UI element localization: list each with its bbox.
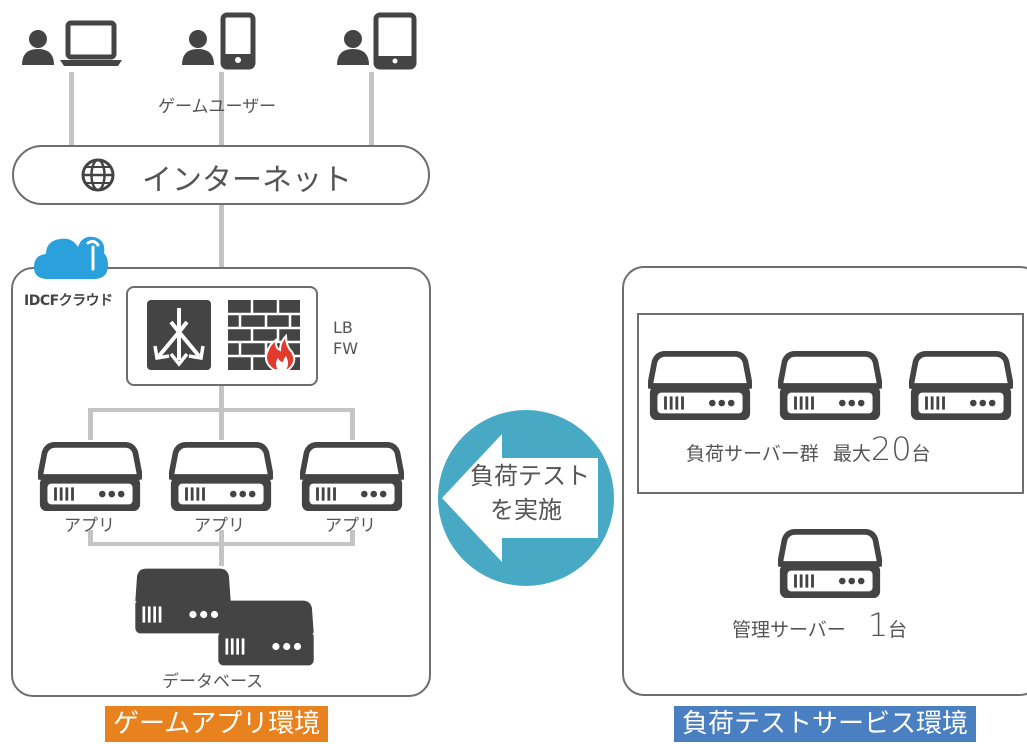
user-line [369, 72, 374, 146]
user-line [69, 72, 74, 146]
app-rise-line [350, 530, 355, 546]
internet-to-lb-line [219, 205, 224, 293]
app-server-icon [300, 439, 404, 515]
max-label: 最大 [832, 443, 871, 465]
laptop-icon [60, 20, 122, 66]
user-tablet [333, 12, 423, 72]
arrow-text-line2: を実施 [490, 496, 562, 524]
load-server-icon [648, 348, 752, 424]
bus-to-db-line [219, 530, 224, 566]
load-server-group-label: 負荷サーバー群最大20台 [686, 430, 931, 468]
app-label: アプリ [325, 516, 376, 536]
management-server-icon [778, 526, 882, 602]
app-label: アプリ [194, 516, 245, 536]
person-icon [333, 26, 373, 68]
app-server-icon [169, 439, 273, 515]
group-label-text: 負荷サーバー群 [686, 443, 819, 465]
user-smartphone [178, 12, 268, 72]
management-server-label: 管理サーバー 1台 [732, 606, 907, 644]
load-server-icon [909, 348, 1013, 424]
mgmt-label-text: 管理サーバー [732, 619, 846, 641]
app-server-icon [38, 439, 142, 515]
app-drop-line [219, 408, 224, 440]
brand-label: IDCFクラウド [24, 293, 113, 309]
person-icon [18, 26, 58, 68]
max-number: 20 [870, 430, 912, 468]
user-line [219, 72, 224, 146]
database-label: データベース [162, 672, 264, 692]
mgmt-number: 1 [867, 606, 889, 644]
load-server-icon [778, 348, 882, 424]
game-users-label: ゲームユーザー [158, 97, 277, 117]
internet-label: インターネット [142, 163, 352, 198]
lb-to-apps-line [219, 386, 224, 410]
load-balancer-icon [147, 300, 211, 370]
lb-label: LB [333, 318, 353, 337]
firewall-icon [228, 300, 300, 370]
tablet-icon [373, 12, 417, 70]
app-label: アプリ [64, 516, 115, 536]
load-test-arrow [438, 410, 614, 586]
cloud-icon [34, 236, 108, 279]
globe-icon [81, 158, 115, 192]
max-unit: 台 [911, 443, 931, 465]
app-drop-line [88, 408, 93, 440]
person-icon [178, 26, 218, 68]
app-rise-line [88, 530, 93, 546]
load-env-footer: 負荷テストサービス環境 [674, 706, 977, 742]
app-drop-line [350, 408, 355, 440]
fw-label: FW [333, 339, 359, 358]
user-laptop [18, 12, 128, 72]
game-env-footer: ゲームアプリ環境 [105, 706, 329, 742]
database-server-icon [214, 597, 318, 669]
smartphone-icon [220, 12, 256, 70]
mgmt-unit: 台 [888, 619, 908, 641]
arrow-text-line1: 負荷テスト [470, 462, 590, 490]
